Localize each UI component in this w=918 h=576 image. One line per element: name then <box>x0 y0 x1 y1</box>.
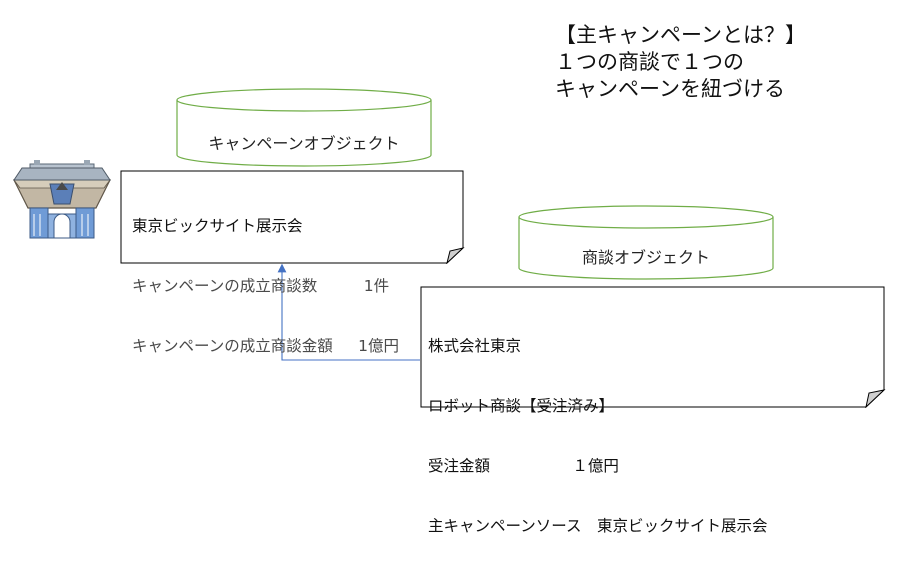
deal-card-deal-name: ロボット商談【受注済み】 <box>428 397 615 415</box>
campaign-card-shape <box>120 170 465 264</box>
campaign-card-won-amount: キャンペーンの成立商談金額 1億円 <box>132 337 399 355</box>
campaign-object-label: キャンペーンオブジェクト <box>208 134 400 153</box>
caption: 【主キャンペーンとは？】 １つの商談で１つの キャンペーンを紐づける <box>555 22 806 103</box>
campaign-card-title: 東京ビックサイト展示会 <box>132 217 303 235</box>
connector-line <box>277 263 420 361</box>
campaign-object-cylinder: キャンペーンオブジェクト <box>176 88 432 168</box>
deal-to-campaign-connector <box>277 263 420 361</box>
campaign-object-cylinder-shape <box>176 88 432 167</box>
exhibition-hall-icon <box>12 158 112 244</box>
deal-card-amount: 受注金額 １億円 <box>428 457 619 475</box>
caption-line-2: １つの商談で１つの <box>555 50 744 74</box>
caption-line-3: キャンペーンを紐づける <box>555 77 785 101</box>
deal-object-cylinder: 商談オブジェクト <box>518 205 774 281</box>
deal-card-company: 株式会社東京 <box>428 337 522 355</box>
deal-card: 株式会社東京 ロボット商談【受注済み】 受注金額 １億円 主キャンペーンソース … <box>420 286 886 535</box>
deal-card-text: 株式会社東京 ロボット商談【受注済み】 受注金額 １億円 主キャンペーンソース … <box>428 296 767 576</box>
campaign-card-won-count: キャンペーンの成立商談数 1件 <box>132 277 390 295</box>
deal-card-primary-campaign: 主キャンペーンソース 東京ビックサイト展示会 <box>428 517 768 535</box>
campaign-card: 東京ビックサイト展示会 キャンペーンの成立商談数 1件 キャンペーンの成立商談金… <box>120 170 465 355</box>
deal-object-label: 商談オブジェクト <box>581 248 710 267</box>
campaign-card-text: 東京ビックサイト展示会 キャンペーンの成立商談数 1件 キャンペーンの成立商談金… <box>132 176 399 396</box>
deal-object-cylinder-shape <box>518 205 774 280</box>
deal-card-shape <box>420 286 886 408</box>
caption-title: 【主キャンペーンとは？】 <box>555 23 806 47</box>
